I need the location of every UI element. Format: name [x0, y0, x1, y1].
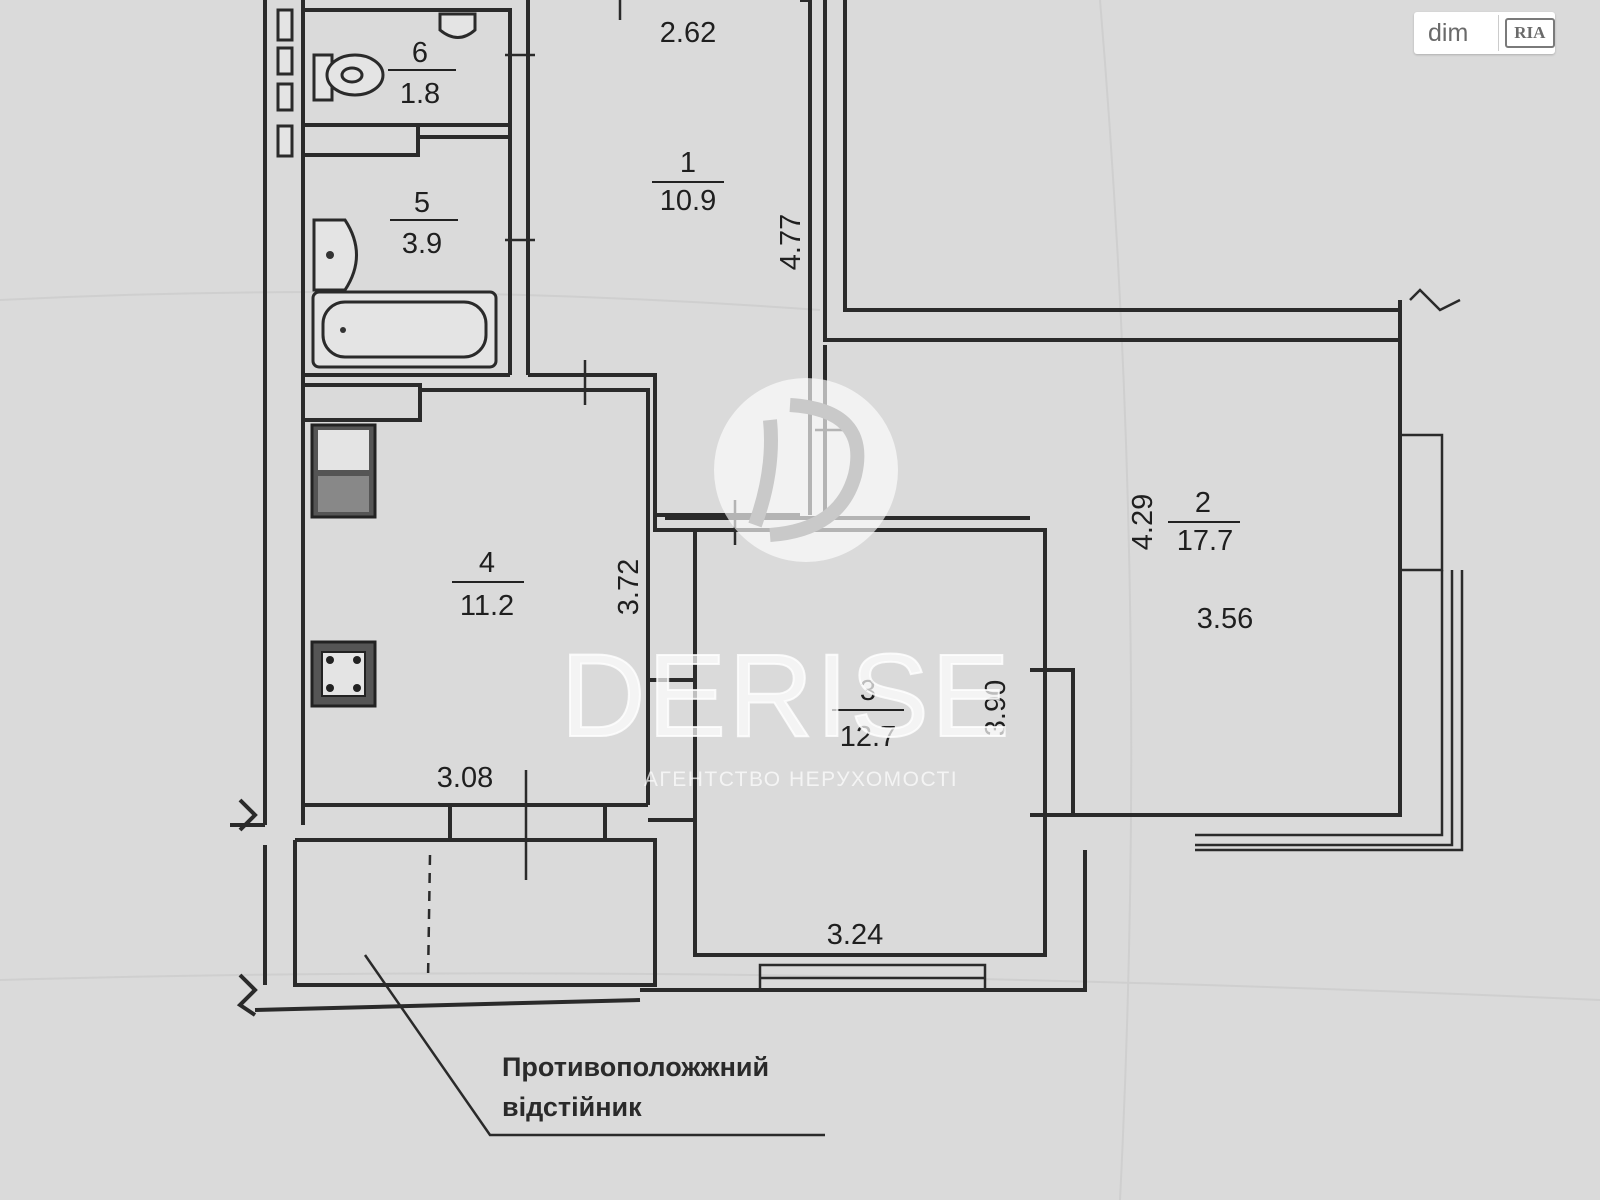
logo-divider [1497, 15, 1499, 51]
kitchen-sink-icon [310, 423, 377, 519]
dimension-labels: 2.62 4.77 3.72 3.08 3.90 3.24 4.29 3.56 [437, 17, 1253, 951]
room-number: 1 [680, 147, 696, 179]
vent-icon [276, 46, 294, 76]
agency-watermark: DERISE АГЕНТСТВО НЕРУХОМОСТІ [559, 378, 1011, 791]
dimension-hall-top: 2.62 [660, 17, 716, 49]
agency-brand: DERISE [560, 630, 1011, 762]
room-area: 10.9 [660, 185, 716, 217]
room-area: 11.2 [460, 590, 514, 622]
room-labels: 1 10.9 2 17.7 3 12.7 4 11.2 5 3.9 6 1.8 [388, 37, 1240, 753]
dimension-hall-side: 4.77 [775, 214, 807, 270]
fixtures [276, 8, 845, 708]
vent-icon [276, 8, 294, 42]
room-area: 3.9 [402, 228, 442, 260]
room-2-label: 2 17.7 [1168, 487, 1240, 557]
room-4-label: 4 11.2 [452, 547, 524, 622]
room-1-label: 1 10.9 [652, 147, 724, 217]
vent-icon [276, 124, 294, 158]
dimension-room3-bottom: 3.24 [827, 919, 883, 951]
bathtub-icon [311, 290, 498, 369]
wc-sink-icon [438, 12, 477, 39]
room-area: 12.7 [840, 721, 896, 753]
room-number: 6 [412, 37, 428, 69]
dimension-room3-side: 3.90 [980, 680, 1012, 736]
ria-logo-badge: RIA [1504, 18, 1555, 48]
dim-logo-text: dim [1428, 18, 1469, 47]
room-3-label: 3 12.7 [832, 675, 904, 753]
agency-tagline: АГЕНТСТВО НЕРУХОМОСТІ [644, 768, 958, 791]
dimension-room2-width: 3.56 [1197, 603, 1253, 635]
dimension-room2-side: 4.29 [1127, 494, 1159, 550]
note-line-2: відстійник [502, 1092, 642, 1122]
note-line-1: Противоположжний [502, 1052, 769, 1082]
room-number: 4 [479, 547, 495, 579]
room-number: 5 [414, 187, 430, 219]
dimension-kitchen-bottom: 3.08 [437, 762, 493, 794]
note-callout: Противоположжний відстійник [363, 954, 825, 1137]
room-number: 3 [860, 675, 876, 707]
room-area: 17.7 [1177, 525, 1233, 557]
toilet-icon [312, 53, 385, 102]
sink-icon [312, 218, 358, 292]
dim-ria-logo[interactable]: dim RIA [1414, 12, 1555, 54]
room-area: 1.8 [400, 78, 440, 110]
stove-icon [310, 640, 377, 708]
room-number: 2 [1195, 487, 1211, 519]
vent-icon [276, 82, 294, 112]
room-6-label: 6 1.8 [388, 37, 456, 110]
room-5-label: 5 3.9 [390, 187, 458, 260]
dimension-kitchen-side: 3.72 [613, 559, 645, 615]
